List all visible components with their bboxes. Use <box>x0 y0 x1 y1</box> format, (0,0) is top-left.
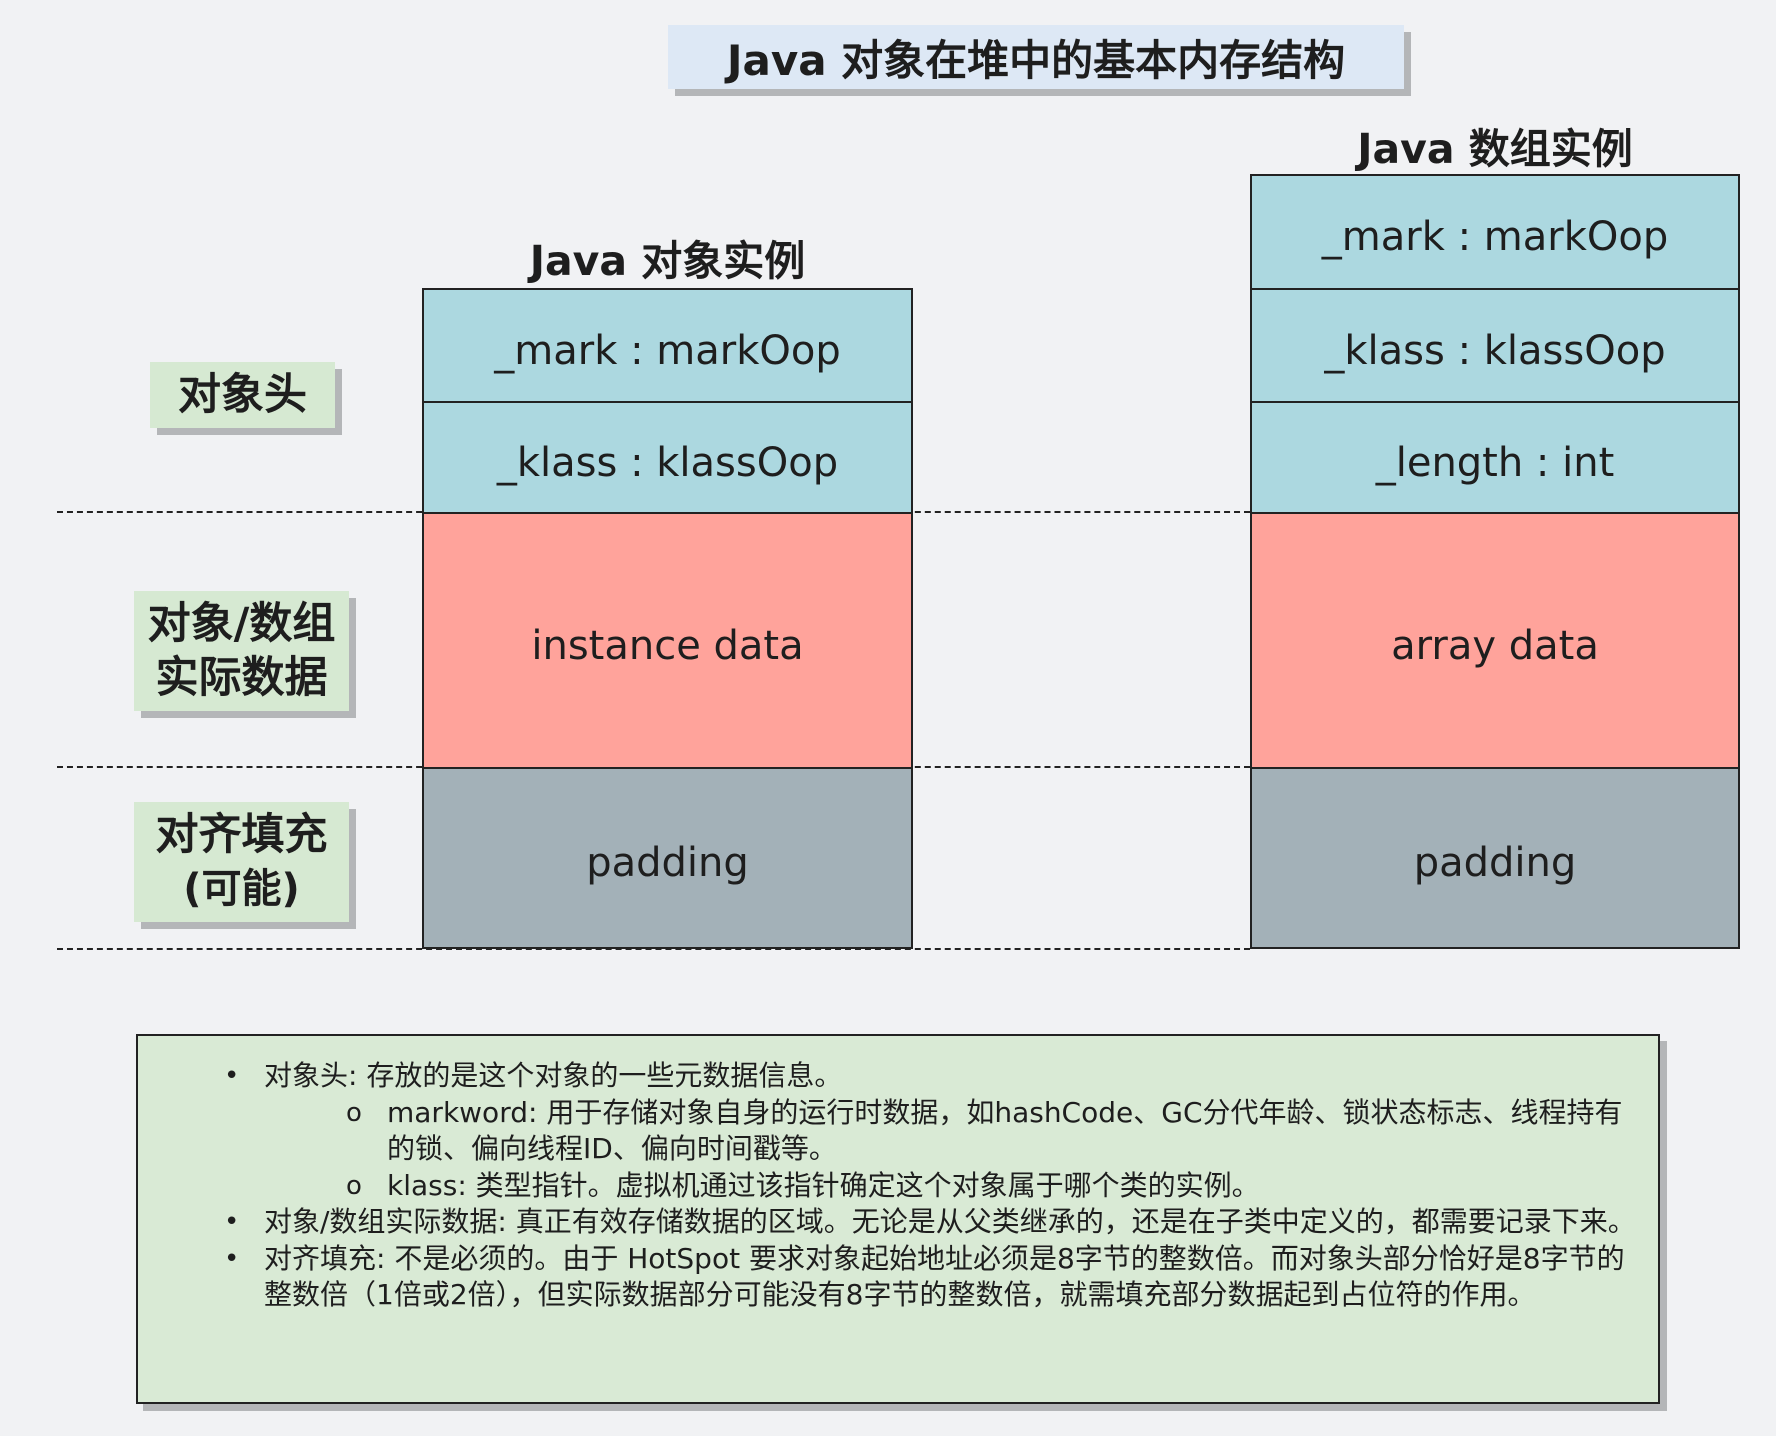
sub-bullet-icon: o <box>346 1097 362 1128</box>
section-label-padding-line1: 对齐填充 <box>155 810 328 860</box>
note-padding: • 对齐填充: 不是必须的。由于 HotSpot 要求对象起始地址必须是8字节的… <box>138 1241 1648 1314</box>
note-klass-text: klass: 类型指针。虚拟机通过该指针确定这个对象属于哪个类的实例。 <box>387 1168 1260 1202</box>
object-mark-field: _mark : markOop <box>424 290 911 403</box>
array-padding: padding <box>1252 769 1738 947</box>
section-label-padding-line2: (可能) <box>183 866 300 912</box>
array-data: array data <box>1252 514 1738 769</box>
array-klass-field: _klass : klassOop <box>1252 290 1738 403</box>
section-label-data: 对象/数组 实际数据 <box>134 591 349 711</box>
array-mark-field: _mark : markOop <box>1252 176 1738 290</box>
section-label-header-text: 对象头 <box>178 370 307 420</box>
note-markword: o markword: 用于存储对象自身的运行时数据，如hashCode、GC分… <box>138 1095 1648 1168</box>
note-header-text: 对象头: 存放的是这个对象的一些元数据信息。 <box>264 1059 843 1092</box>
section-label-data-line1: 对象/数组 <box>147 599 336 649</box>
bullet-icon: • <box>224 1243 240 1274</box>
object-padding: padding <box>424 769 911 947</box>
note-header: • 对象头: 存放的是这个对象的一些元数据信息。 <box>138 1058 1648 1095</box>
note-padding-text: 对齐填充: 不是必须的。由于 HotSpot 要求对象起始地址必须是8字节的整数… <box>264 1241 1625 1312</box>
note-klass: o klass: 类型指针。虚拟机通过该指针确定这个对象属于哪个类的实例。 <box>138 1168 1648 1205</box>
section-label-data-line2: 实际数据 <box>155 653 328 703</box>
bullet-icon: • <box>224 1061 240 1091</box>
note-data-text: 对象/数组实际数据: 真正有效存储数据的区域。无论是从父类继承的，还是在子类中定… <box>264 1205 1636 1238</box>
diagram-title: Java 对象在堆中的基本内存结构 <box>668 25 1404 89</box>
array-length-field: _length : int <box>1252 403 1738 514</box>
bullet-icon: • <box>224 1207 240 1237</box>
object-instance-data: instance data <box>424 514 911 769</box>
sub-bullet-icon: o <box>346 1170 362 1201</box>
object-instance-caption: Java 对象实例 <box>529 237 806 285</box>
separator-bottom <box>57 948 1250 950</box>
section-label-padding: 对齐填充 (可能) <box>134 802 349 922</box>
array-instance-layout: _mark : markOop _klass : klassOop _lengt… <box>1250 174 1740 949</box>
object-klass-field: _klass : klassOop <box>424 403 911 514</box>
note-data: • 对象/数组实际数据: 真正有效存储数据的区域。无论是从父类继承的，还是在子类… <box>138 1204 1648 1241</box>
object-instance-layout: _mark : markOop _klass : klassOop instan… <box>422 288 913 949</box>
array-instance-caption: Java 数组实例 <box>1357 125 1633 173</box>
note-markword-text: markword: 用于存储对象自身的运行时数据，如hashCode、GC分代年… <box>387 1095 1623 1166</box>
section-label-header: 对象头 <box>150 362 335 428</box>
notes-panel: • 对象头: 存放的是这个对象的一些元数据信息。 o markword: 用于存… <box>136 1034 1660 1404</box>
